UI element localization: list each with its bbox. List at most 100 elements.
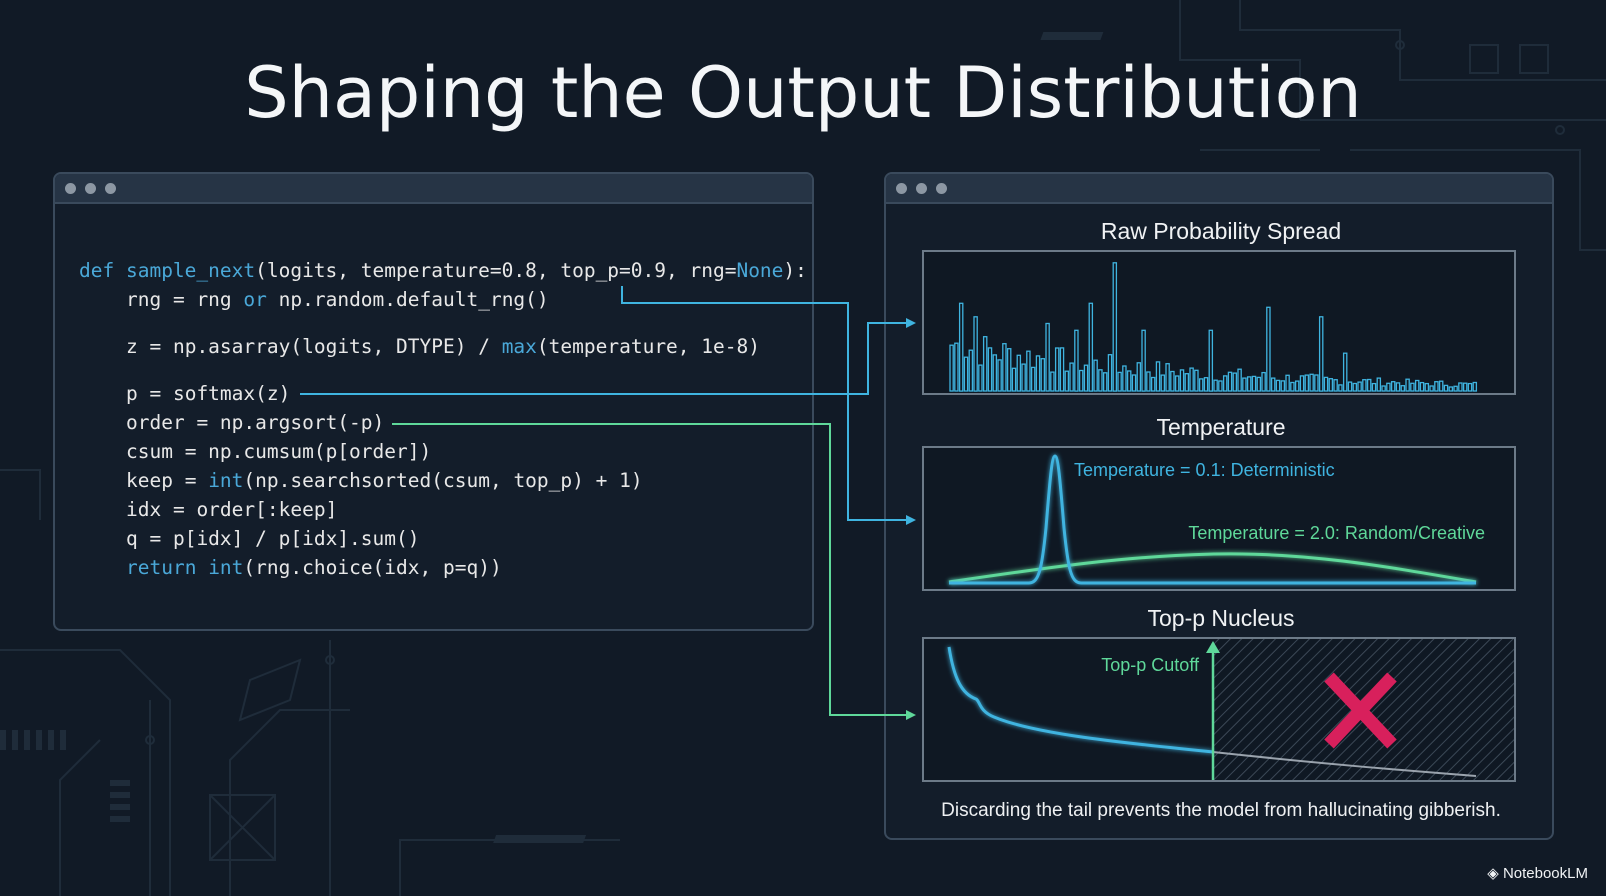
- probability-bar: [1342, 352, 1348, 392]
- probability-bar: [1294, 380, 1300, 392]
- probability-bar: [1222, 375, 1228, 392]
- probability-bar: [1184, 373, 1190, 392]
- code-token: np.random.default_rng(): [266, 288, 549, 311]
- code-line: keep = int(np.searchsorted(csum, top_p) …: [79, 466, 807, 495]
- probability-bar: [1390, 381, 1396, 392]
- probability-bar: [1189, 367, 1194, 392]
- code-token: int: [208, 469, 244, 492]
- probability-bar: [1376, 377, 1382, 392]
- probability-bar: [1078, 369, 1084, 392]
- code-line: idx = order[:keep]: [79, 495, 807, 524]
- probability-bar: [1218, 380, 1223, 392]
- code-token: sample_next: [125, 259, 256, 282]
- probability-bar: [1165, 363, 1170, 392]
- probability-bar: [1400, 385, 1406, 392]
- probability-bar: [1453, 385, 1458, 392]
- caption-text: Discarding the tail prevents the model f…: [941, 800, 1501, 821]
- code-token: rng = rng: [126, 288, 244, 311]
- top-p-tail-curve: [1212, 751, 1477, 777]
- raw-spread-title: Raw Probability Spread: [1100, 218, 1342, 244]
- code-token: q = p[idx] / p[idx].sum(): [126, 527, 420, 550]
- probability-bar: [1035, 355, 1041, 392]
- probability-bar: [1232, 372, 1238, 392]
- probability-bar: [954, 342, 959, 392]
- probability-bar: [1170, 370, 1175, 392]
- probability-bar: [1290, 381, 1295, 392]
- probability-bar: [1146, 371, 1151, 392]
- probability-bar: [1410, 382, 1415, 392]
- code-token: None: [736, 259, 784, 282]
- cutoff-arrow-icon: [1206, 641, 1220, 653]
- code-token: int: [208, 556, 244, 579]
- probability-bar: [1030, 366, 1036, 392]
- probability-bar: [1194, 369, 1199, 392]
- probability-bar: [1150, 376, 1156, 392]
- probability-bar: [1419, 381, 1425, 392]
- window-dot-icon: [65, 182, 76, 194]
- probability-bar: [1362, 379, 1367, 392]
- code-line: rng = rng or np.random.default_rng(): [79, 285, 807, 314]
- probability-bar: [1395, 382, 1401, 392]
- code-line: return int(rng.choice(idx, p=q)): [79, 553, 807, 582]
- probability-bar: [1261, 371, 1266, 392]
- probability-bar: [1021, 363, 1026, 392]
- probability-bar: [1208, 329, 1214, 392]
- window-dot-icon: [936, 182, 947, 194]
- code-line: def sample_next(logits, temperature=0.8,…: [79, 256, 807, 285]
- code-token: (rng.choice(idx, p=q)): [243, 556, 502, 579]
- code-line: p = softmax(z): [79, 379, 807, 408]
- probability-bar: [987, 347, 993, 392]
- probability-bar: [963, 356, 969, 392]
- probability-bar: [949, 344, 954, 392]
- probability-bar: [968, 349, 974, 392]
- probability-bar: [1102, 372, 1108, 392]
- probability-bar: [1174, 375, 1180, 392]
- code-token: z = np.asarray(logits, DTYPE) /: [126, 335, 502, 358]
- code-line: [79, 361, 807, 379]
- probability-bar: [1045, 322, 1050, 392]
- probability-bar: [1333, 379, 1338, 392]
- code-line: [79, 314, 807, 332]
- code-line: csum = np.cumsum(p[order]): [79, 437, 807, 466]
- top-p-chart: Top-p Cutoff: [947, 639, 1514, 780]
- window-dot-icon: [85, 182, 96, 194]
- temperature-title: Temperature: [1156, 414, 1286, 440]
- probability-bar: [997, 359, 1002, 392]
- probability-bar: [1366, 378, 1372, 392]
- probability-bar: [1275, 379, 1281, 392]
- probability-bar: [1443, 384, 1449, 392]
- probability-bar: [1328, 378, 1334, 392]
- probability-bar: [1117, 371, 1122, 392]
- code-line: order = np.argsort(-p): [79, 408, 807, 437]
- code-window-titlebar: [55, 174, 812, 204]
- temperature-high-label: Temperature = 2.0: Random/Creative: [1188, 523, 1485, 543]
- probability-bar: [1074, 329, 1079, 392]
- probability-bar: [1059, 347, 1065, 392]
- code-token: keep =: [126, 469, 209, 492]
- temperature-curves: Temperature = 0.1: Deterministic Tempera…: [948, 454, 1485, 585]
- probability-bar: [1016, 354, 1022, 392]
- code-window: def sample_next(logits, temperature=0.8,…: [53, 172, 814, 631]
- probability-bar: [1414, 379, 1420, 392]
- probability-bar: [992, 354, 998, 392]
- probability-bar: [1227, 371, 1233, 392]
- probability-bar: [973, 316, 978, 392]
- temperature-plot: Temperature = 0.1: Deterministic Tempera…: [922, 446, 1516, 591]
- code-token: order = np.argsort(-p): [126, 411, 385, 434]
- probability-bar: [1242, 377, 1247, 392]
- probability-bar: [1371, 382, 1377, 392]
- code-line: z = np.asarray(logits, DTYPE) / max(temp…: [79, 332, 807, 361]
- code-token: return: [126, 556, 209, 579]
- window-dot-icon: [916, 182, 927, 194]
- probability-bar: [1266, 306, 1271, 392]
- probability-bar: [1438, 380, 1444, 392]
- probability-bar: [1386, 382, 1391, 392]
- probability-bar: [1011, 367, 1017, 392]
- raw-spread-plot: [922, 250, 1516, 395]
- window-dot-icon: [105, 182, 116, 194]
- code-token: idx = order[:keep]: [126, 498, 338, 521]
- code-token: (np.searchsorted(csum, top_p) + 1): [243, 469, 643, 492]
- probability-bar: [1131, 374, 1137, 392]
- probability-bar: [1251, 375, 1257, 392]
- probability-bar: [1002, 343, 1007, 392]
